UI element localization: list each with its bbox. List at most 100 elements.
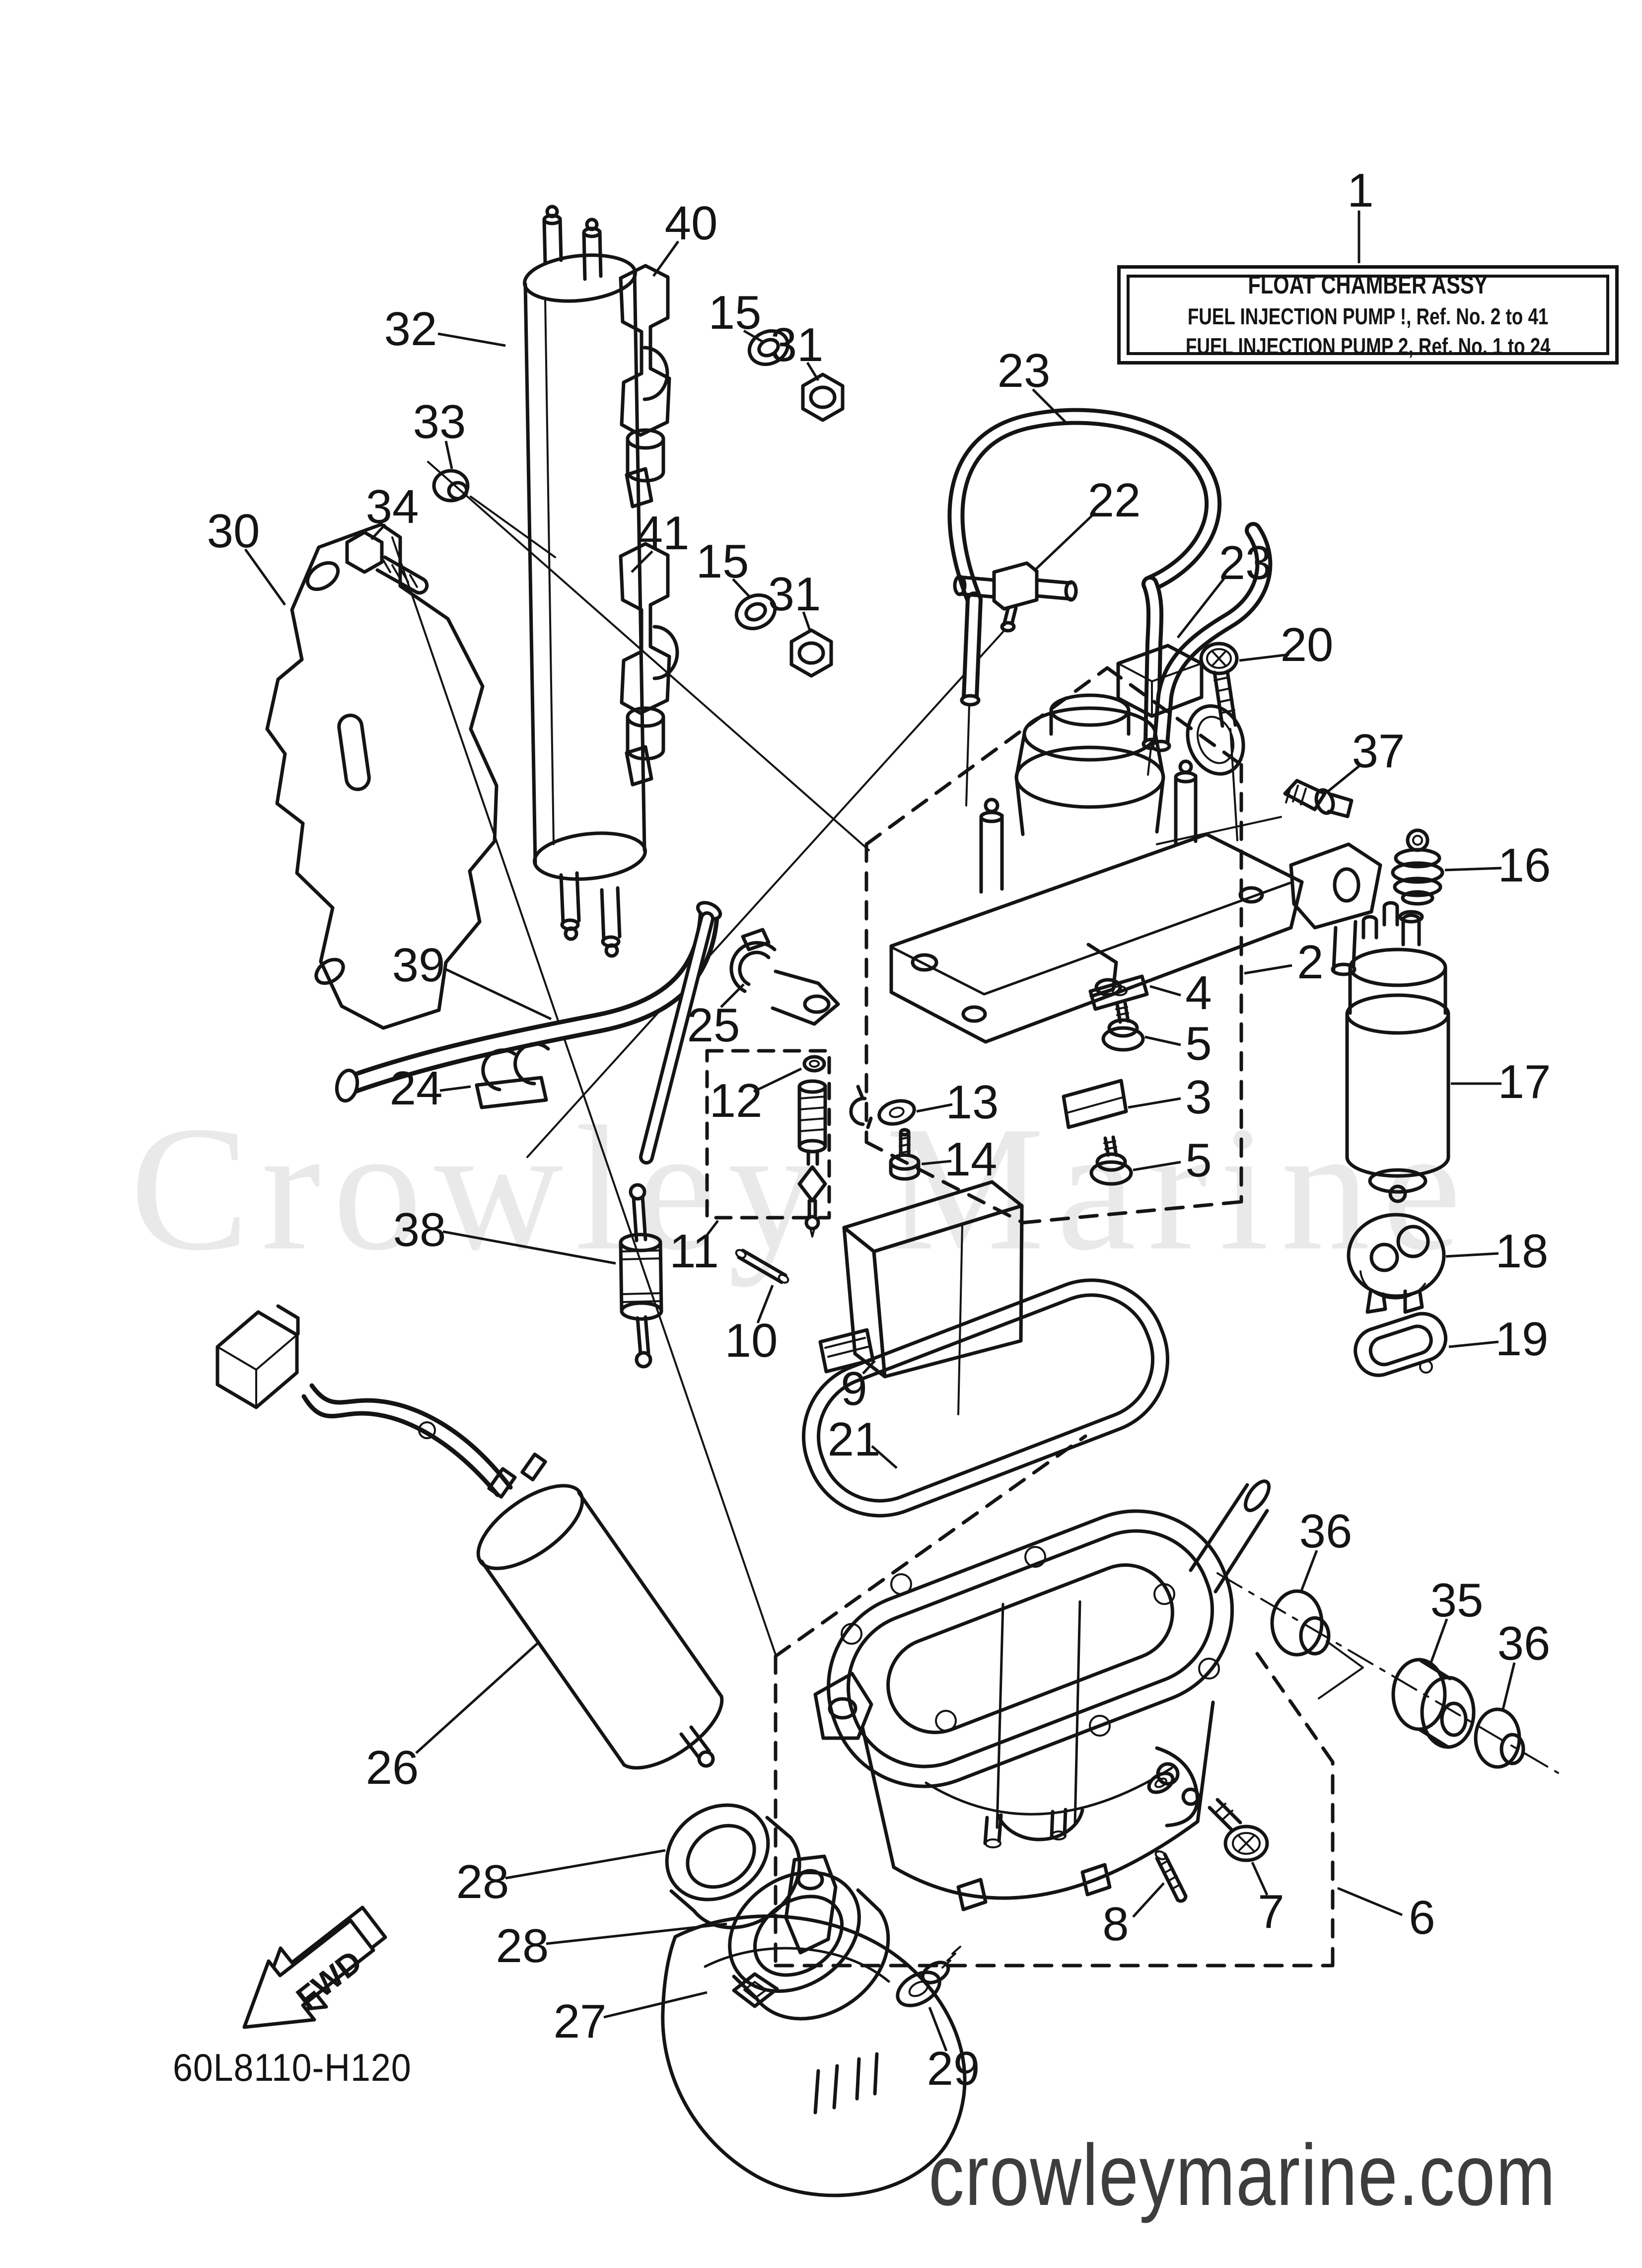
callout-23: 23 bbox=[997, 344, 1051, 397]
part-clamp-25 bbox=[729, 928, 840, 1026]
callout-28: 28 bbox=[456, 1855, 509, 1908]
part-joint-38 bbox=[619, 1183, 663, 1369]
callout-23: 23 bbox=[1218, 536, 1272, 589]
leader-line-28 bbox=[505, 1849, 666, 1880]
leader-line-8 bbox=[1132, 1882, 1165, 1918]
callout-26: 26 bbox=[365, 1741, 419, 1794]
leader-line-36 bbox=[1299, 1550, 1318, 1593]
part-fuel-pump-26 bbox=[215, 1304, 724, 1770]
callout-17: 17 bbox=[1498, 1055, 1551, 1108]
callout-15: 15 bbox=[696, 535, 749, 588]
part-grommet-35 bbox=[1391, 1658, 1476, 1749]
callout-16: 16 bbox=[1498, 839, 1551, 892]
callout-41: 41 bbox=[636, 507, 690, 560]
leader-line-32 bbox=[437, 332, 506, 347]
leader-line-30 bbox=[244, 548, 286, 606]
part-clamp-bracket-41 bbox=[619, 542, 671, 787]
callout-29: 29 bbox=[927, 2042, 980, 2095]
leader-line-26 bbox=[415, 1641, 540, 1754]
callout-1: 1 bbox=[1347, 164, 1374, 217]
leader-line-36 bbox=[1501, 1662, 1516, 1712]
part-sleeve-28-lower bbox=[728, 1871, 890, 2021]
leader-line-19 bbox=[1448, 1340, 1499, 1348]
part-cover-27 bbox=[661, 1854, 967, 2197]
part-grommet-33 bbox=[432, 469, 470, 503]
callout-32: 32 bbox=[384, 302, 437, 356]
site-footer: crowleymarine.com bbox=[928, 2127, 1556, 2224]
callout-10: 10 bbox=[724, 1314, 778, 1367]
leader-line-20 bbox=[1239, 653, 1289, 662]
leader-line-37 bbox=[1327, 765, 1360, 793]
part-needle-valve-12 bbox=[797, 1055, 827, 1238]
group-box-2 bbox=[864, 666, 1243, 1225]
part-grommet-36-upper bbox=[1270, 1589, 1364, 1699]
leader-line-5 bbox=[1133, 1161, 1181, 1171]
leader-line-39 bbox=[443, 967, 552, 1021]
leader-line-9 bbox=[862, 1360, 876, 1375]
leader-line-15 bbox=[732, 578, 751, 598]
callout-31: 31 bbox=[770, 318, 824, 371]
leader-line-34 bbox=[370, 523, 386, 540]
leader-line-22 bbox=[1033, 512, 1096, 572]
leader-line-31 bbox=[802, 611, 812, 632]
part-screw-5-upper bbox=[1101, 1001, 1145, 1052]
leader-line-18 bbox=[1445, 1252, 1499, 1258]
part-gasket-21 bbox=[801, 1278, 1170, 1518]
leader-line-24 bbox=[439, 1085, 471, 1092]
leader-line-41 bbox=[631, 550, 653, 573]
part-tee-joint-22 bbox=[953, 561, 1078, 633]
callout-4: 4 bbox=[1185, 966, 1212, 1020]
leader-line-21 bbox=[871, 1445, 898, 1469]
leader-line-14 bbox=[921, 1160, 952, 1166]
leader-lines bbox=[244, 211, 1516, 2051]
callout-7: 7 bbox=[1258, 1885, 1285, 1938]
leader-line-10 bbox=[756, 1285, 774, 1323]
leader-line-33 bbox=[444, 440, 453, 469]
leader-line-13 bbox=[916, 1103, 953, 1113]
callout-18: 18 bbox=[1495, 1225, 1549, 1278]
part-hose-39 bbox=[335, 901, 722, 1165]
leader-line-4 bbox=[1149, 985, 1181, 997]
callout-21: 21 bbox=[827, 1413, 881, 1466]
callout-31: 31 bbox=[768, 568, 821, 621]
part-washers-15-nuts-31 bbox=[734, 329, 845, 678]
part-clip-13 bbox=[849, 1085, 916, 1129]
leader-line-23 bbox=[1177, 577, 1225, 639]
callout-39: 39 bbox=[392, 939, 445, 992]
leader-line-29 bbox=[928, 2007, 948, 2051]
callout-2: 2 bbox=[1297, 936, 1324, 989]
watermark: Crowley Marine bbox=[130, 1089, 1474, 1287]
leader-line-15 bbox=[743, 329, 764, 343]
assembly-note-line-1: FUEL INJECTION PUMP !, Ref. No. 2 to 41 bbox=[1187, 303, 1549, 329]
part-stud-8 bbox=[1154, 1850, 1188, 1903]
callout-6: 6 bbox=[1409, 1891, 1435, 1944]
leader-line-16 bbox=[1444, 867, 1502, 872]
leader-line-27 bbox=[603, 1991, 708, 2019]
callout-13: 13 bbox=[945, 1076, 999, 1129]
part-float-arm-4 bbox=[1086, 943, 1149, 1011]
callout-5: 5 bbox=[1185, 1017, 1212, 1070]
callout-20: 20 bbox=[1280, 618, 1334, 671]
callout-35: 35 bbox=[1430, 1574, 1484, 1627]
callout-9: 9 bbox=[841, 1362, 867, 1415]
callout-24: 24 bbox=[389, 1062, 443, 1115]
part-hose-23-s bbox=[1150, 522, 1273, 752]
drawing-number: 60L8110-H120 bbox=[173, 2046, 412, 2089]
leader-line-2 bbox=[1244, 964, 1292, 975]
callout-36: 36 bbox=[1299, 1505, 1353, 1558]
callout-25: 25 bbox=[687, 999, 740, 1052]
part-screw-7 bbox=[1208, 1798, 1269, 1862]
leader-line-6 bbox=[1337, 1887, 1403, 1916]
part-relay-9 bbox=[818, 1180, 1024, 1379]
part-screw-14 bbox=[889, 1128, 921, 1181]
callout-34: 34 bbox=[365, 480, 419, 533]
callout-28: 28 bbox=[496, 1919, 549, 1973]
part-pump-bracket bbox=[889, 644, 1382, 1044]
part-canister-32 bbox=[523, 205, 679, 958]
part-bellows-16 bbox=[1391, 828, 1444, 906]
part-clamp-bracket-40 bbox=[619, 264, 671, 509]
callout-15: 15 bbox=[708, 286, 762, 339]
part-plate-3 bbox=[1062, 1079, 1128, 1129]
